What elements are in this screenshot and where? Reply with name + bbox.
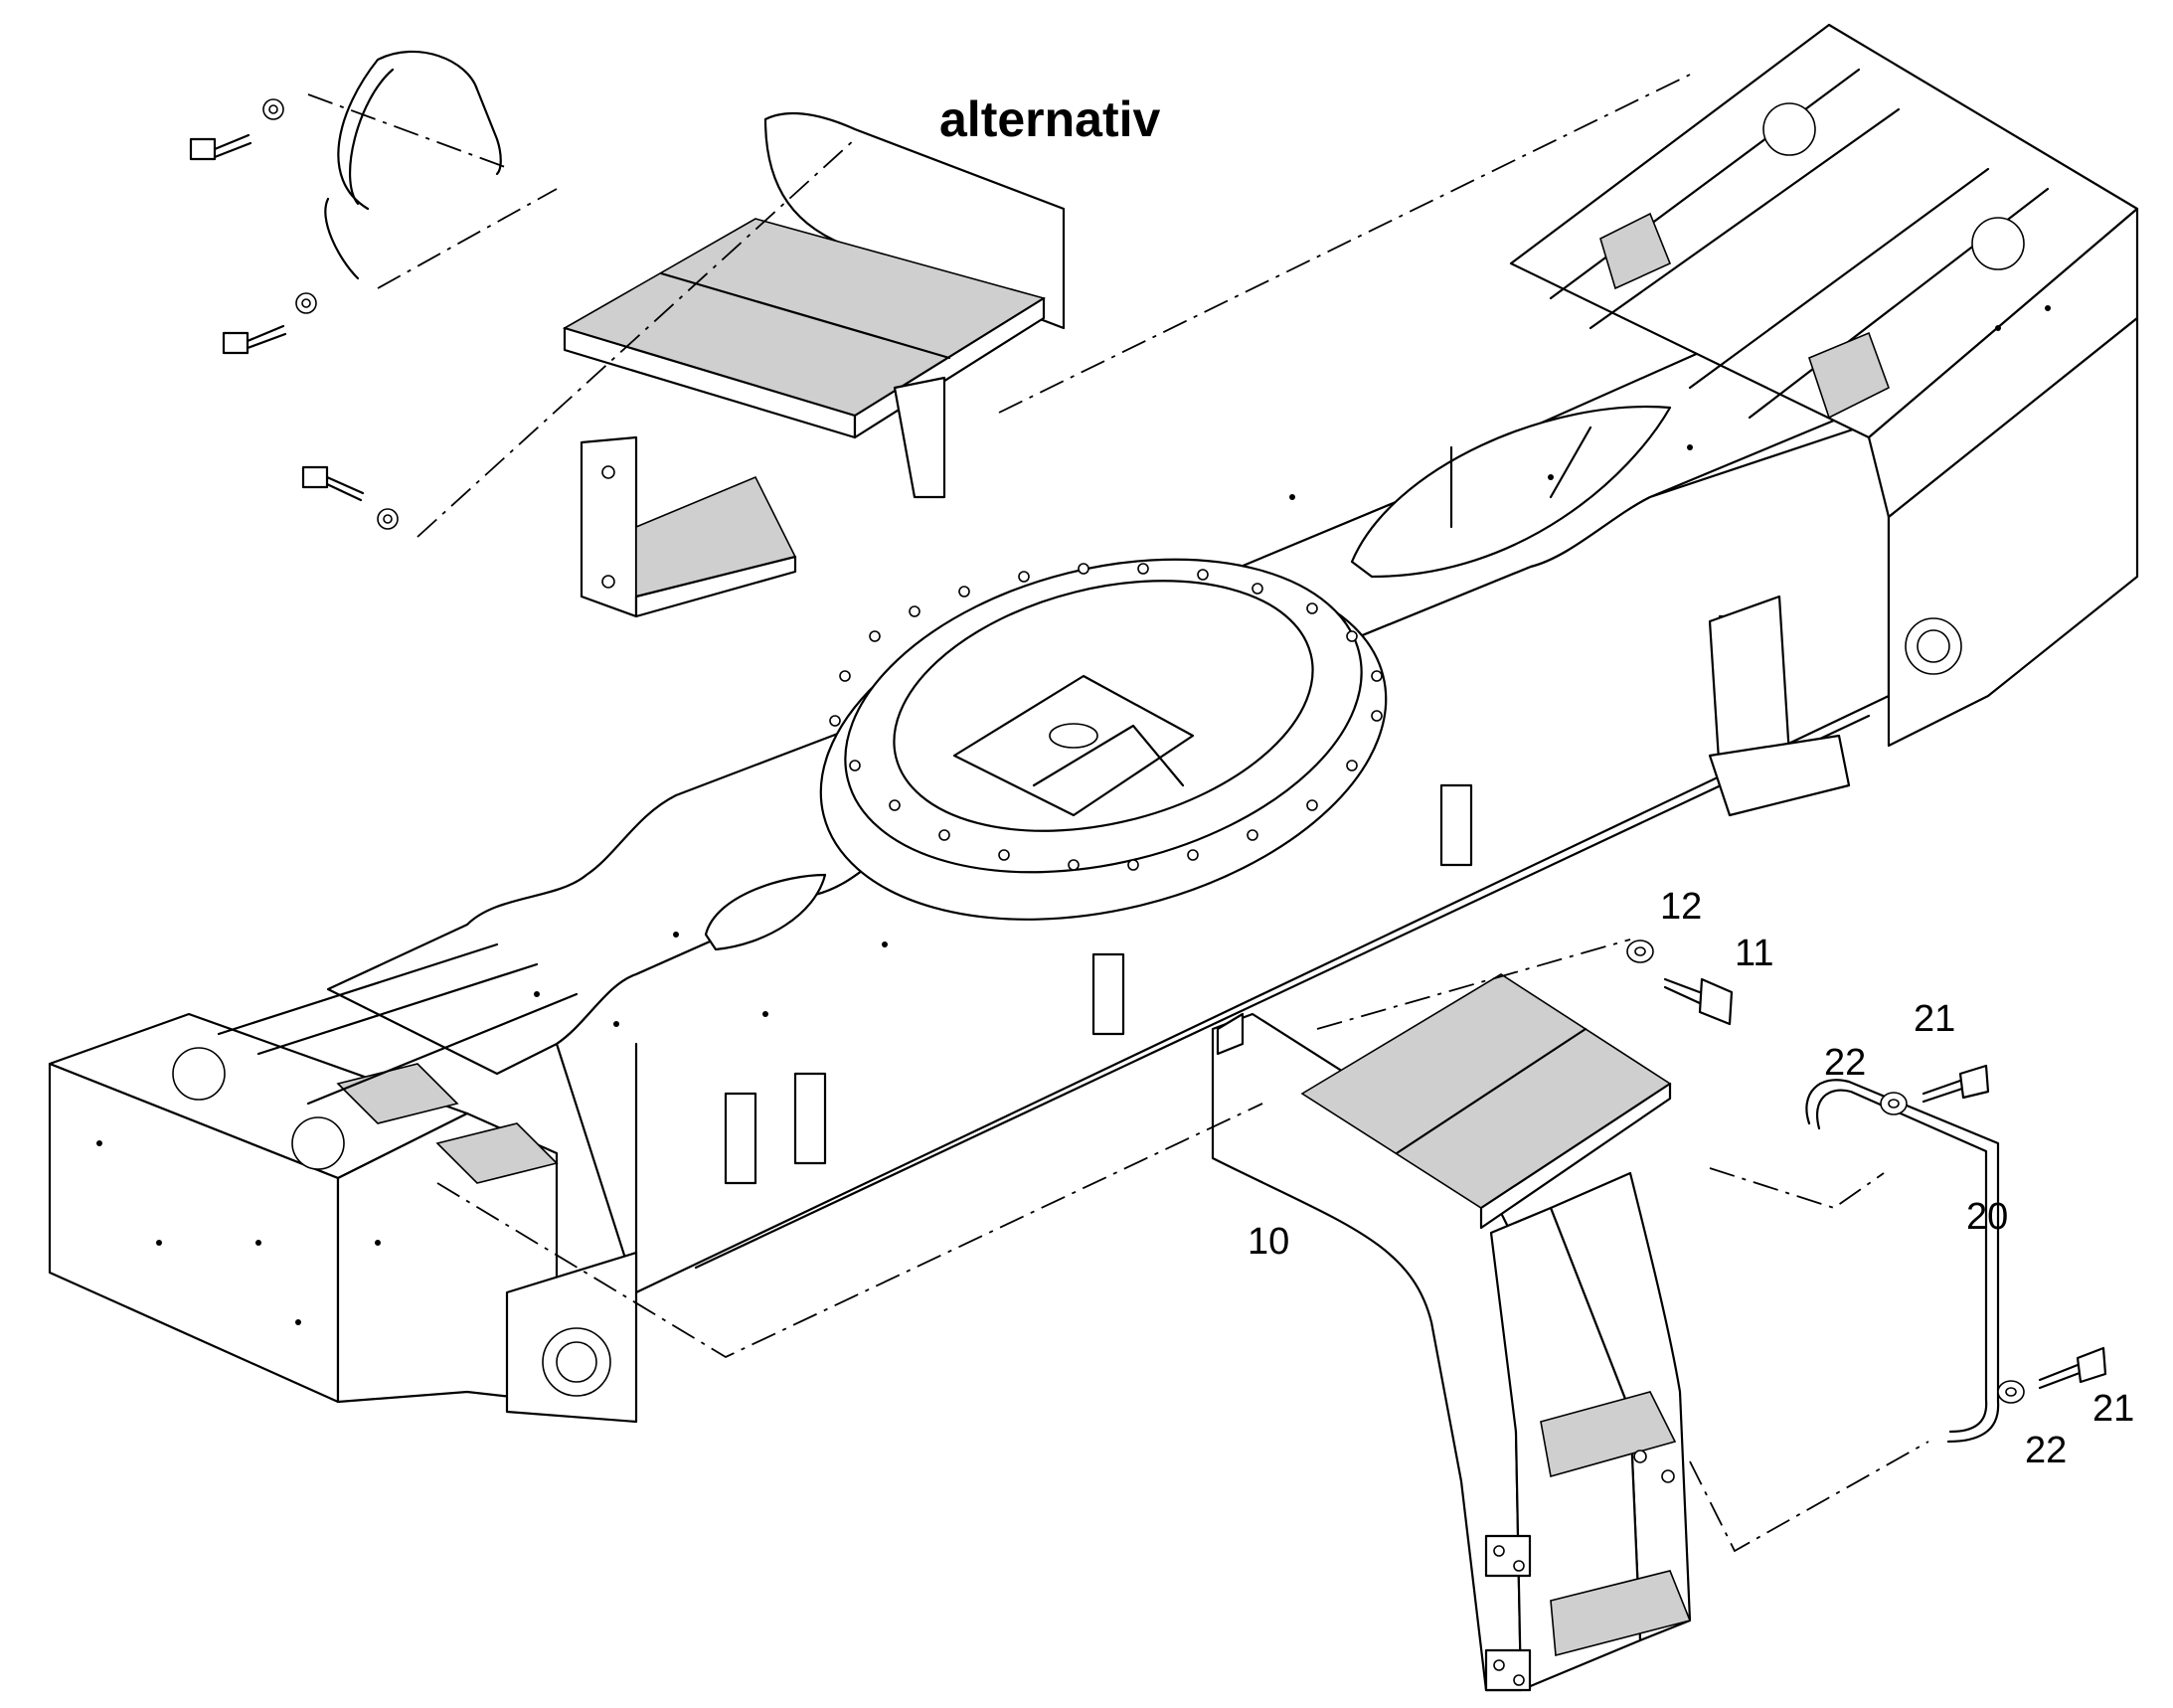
callout-11: 11 — [1735, 933, 1774, 974]
callout-20: 20 — [1966, 1196, 2009, 1238]
main-step-assembly — [1211, 939, 2107, 1692]
assembly-center-lines — [307, 74, 1929, 1553]
bolt-21-lower — [1997, 1346, 2107, 1404]
ring-bolt-holes — [829, 563, 1383, 871]
callout-10: 10 — [1248, 1221, 1290, 1263]
alternative-step-assembly — [189, 50, 1066, 618]
callout-22-lower: 22 — [2025, 1430, 2068, 1471]
alt-bolt-2 — [222, 292, 317, 355]
bolt-11 — [1626, 939, 1734, 1026]
alternative-label: alternativ — [939, 91, 1161, 147]
chassis-frame — [48, 23, 2139, 1424]
callout-12: 12 — [1660, 886, 1703, 928]
callout-21-upper: 21 — [1914, 998, 1956, 1040]
callout-22-upper: 22 — [1824, 1042, 1867, 1084]
callout-21-lower: 21 — [2092, 1388, 2135, 1430]
alt-bolt-3 — [301, 465, 399, 530]
alt-bolt-1 — [189, 98, 284, 161]
bolt-21-upper — [1880, 1064, 1990, 1115]
